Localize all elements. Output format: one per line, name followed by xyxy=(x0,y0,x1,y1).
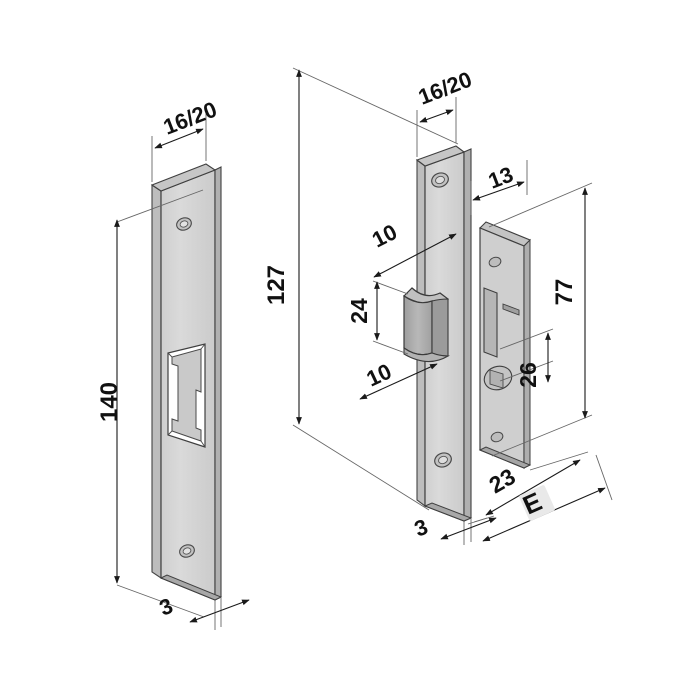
latch-bolt-side-face xyxy=(431,298,449,357)
latch-bolt-front-face xyxy=(403,294,433,356)
faceplate-right-edge xyxy=(463,148,472,522)
strike-plate-bottom-face xyxy=(159,574,223,601)
dim-faceplate-height: 127 xyxy=(263,67,459,511)
dim-label-case-height: 77 xyxy=(551,279,578,306)
backset-symbol-badge xyxy=(519,485,555,521)
strike-plate-view: 16/20 140 3 xyxy=(96,97,250,630)
dim-strike-height: 140 xyxy=(96,189,205,618)
dim-label-faceplate-height: 127 xyxy=(263,265,290,305)
case-latch-slot xyxy=(483,287,498,358)
strike-plate-lower-screw-hole xyxy=(179,544,195,558)
dim-case-height: 77 xyxy=(488,182,593,457)
case-lower-hole xyxy=(490,431,504,443)
faceplate-upper-screw-hole xyxy=(431,172,449,188)
strike-plate-left-edge xyxy=(151,183,162,580)
faceplate-lower-screw-hole xyxy=(434,452,452,468)
case-spindle-hole xyxy=(483,365,513,391)
latch-roller-bolt xyxy=(403,287,450,363)
latch-bolt-bottom-face xyxy=(403,346,450,363)
dim-label-latch-height: 24 xyxy=(346,298,372,324)
dim-label-strike-height: 140 xyxy=(96,382,123,422)
dim-label-spindle: 26 xyxy=(515,362,541,388)
strike-plate-right-edge xyxy=(214,166,222,601)
strike-plate-edge-face xyxy=(151,183,162,580)
case-upper-hole xyxy=(488,256,502,268)
dim-spindle: 26 xyxy=(499,328,554,388)
lock-case-side-face xyxy=(523,238,531,469)
lock-case-body xyxy=(478,221,532,469)
dim-backset-symbol: E xyxy=(473,454,613,542)
strike-plate-keeper-aperture xyxy=(167,343,206,448)
keeper-corner-lines xyxy=(167,343,206,448)
dim-latch-height: 24 xyxy=(346,280,409,355)
case-follower-slot xyxy=(502,303,520,316)
strike-plate-upper-screw-hole xyxy=(176,217,192,231)
